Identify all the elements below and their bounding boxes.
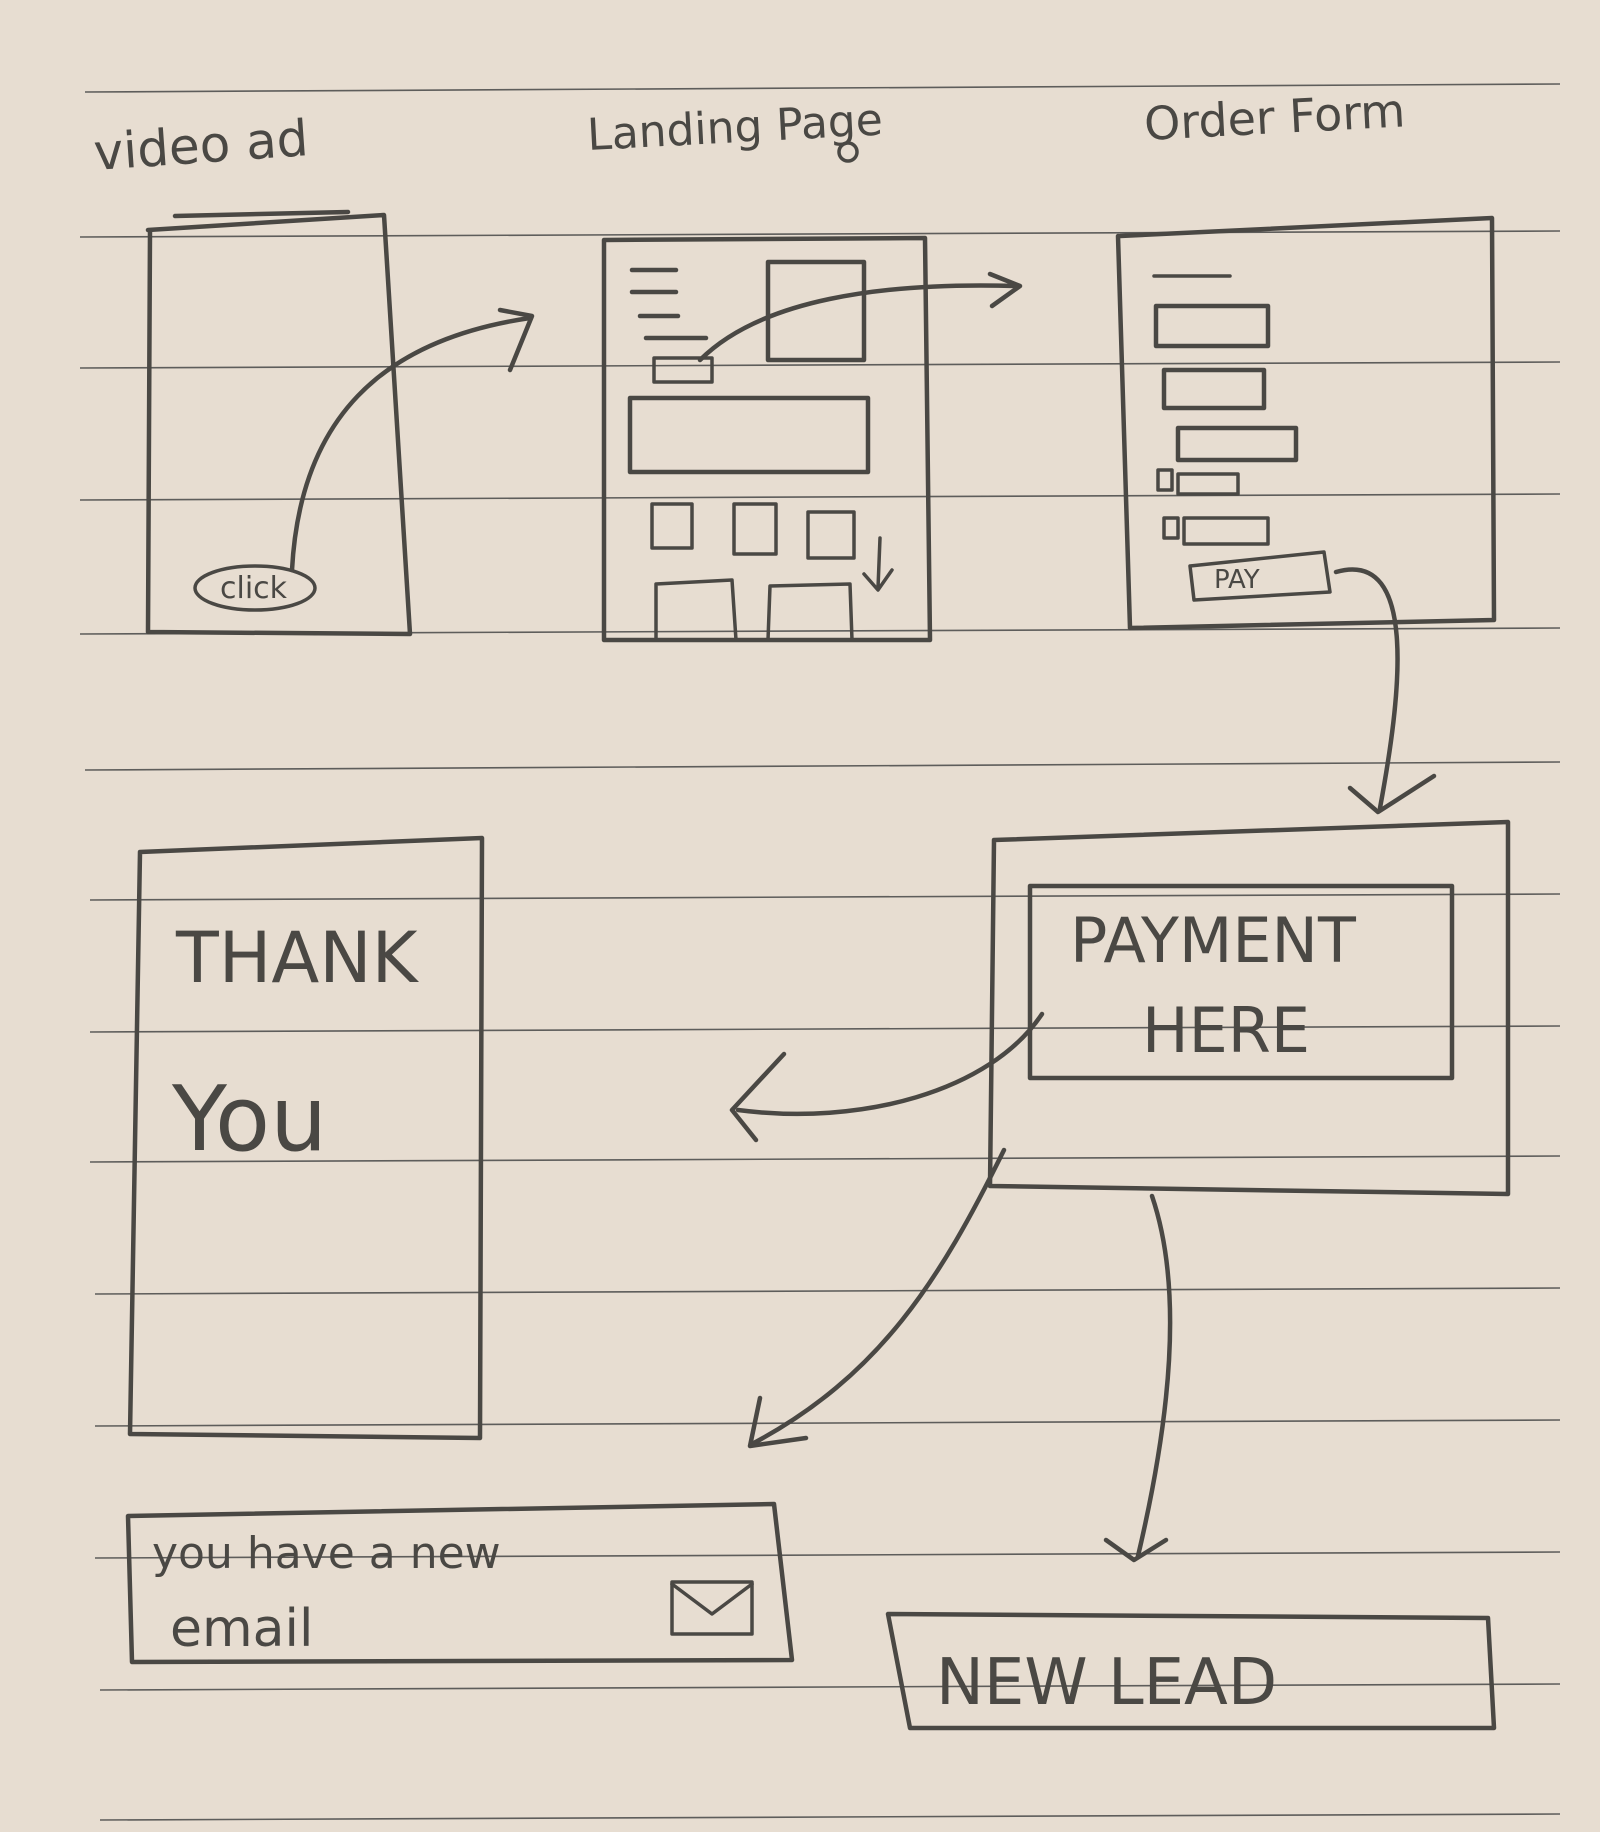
scroll-down-icon bbox=[862, 536, 894, 592]
pay-button[interactable] bbox=[1188, 550, 1332, 602]
feature-box-3 bbox=[806, 510, 856, 560]
hero-image-placeholder bbox=[765, 259, 867, 363]
decor-circle bbox=[837, 141, 859, 163]
email-line2: email bbox=[170, 1599, 313, 1659]
order-form-label: Order Form bbox=[1143, 83, 1407, 151]
envelope-icon bbox=[670, 1580, 754, 1636]
pay-button-label: PAY bbox=[1214, 565, 1260, 595]
payment-label-line2: HERE bbox=[1142, 994, 1310, 1067]
payment-label-line1: PAYMENT bbox=[1070, 904, 1357, 977]
thank-you-line1: THANK bbox=[175, 917, 420, 999]
form-field-4[interactable] bbox=[1176, 472, 1240, 496]
click-button-label: click bbox=[220, 571, 288, 606]
arrow-icon bbox=[1103, 1193, 1173, 1563]
arrow-icon bbox=[697, 271, 1023, 363]
form-field-3[interactable] bbox=[1175, 425, 1299, 463]
checkbox-icon[interactable] bbox=[1156, 468, 1174, 492]
new-lead-badge: NEW LEAD bbox=[885, 1611, 1497, 1731]
content-block bbox=[627, 395, 871, 475]
arrow-icon bbox=[729, 1011, 1045, 1143]
ruled-lines bbox=[79, 83, 1561, 1821]
arrow-icon bbox=[289, 307, 535, 573]
email-line1: you have a new bbox=[152, 1528, 501, 1579]
cta-button[interactable] bbox=[652, 356, 714, 384]
new-lead-label: NEW LEAD bbox=[936, 1646, 1277, 1720]
feature-box-1 bbox=[650, 502, 694, 550]
video-ad-screen: video ad click bbox=[92, 109, 413, 637]
feature-box-2 bbox=[732, 502, 778, 556]
thank-you-screen: THANK You bbox=[127, 835, 485, 1441]
click-button[interactable] bbox=[193, 564, 317, 612]
checkbox-icon[interactable] bbox=[1162, 516, 1180, 540]
email-notification: you have a new email bbox=[125, 1501, 795, 1665]
payment-box[interactable] bbox=[1027, 883, 1455, 1081]
video-ad-label: video ad bbox=[92, 109, 310, 182]
thank-you-line2: You bbox=[171, 1067, 327, 1172]
landing-page-screen: Landing Page bbox=[586, 95, 933, 643]
form-field-1[interactable] bbox=[1153, 303, 1271, 349]
arrow-icon bbox=[1333, 567, 1437, 815]
order-form-screen: Order Form PAY bbox=[1115, 83, 1497, 631]
payment-screen: PAYMENT HERE bbox=[987, 819, 1511, 1197]
form-field-5[interactable] bbox=[1182, 516, 1270, 546]
form-field-2[interactable] bbox=[1161, 367, 1267, 411]
arrow-icon bbox=[747, 1147, 1007, 1449]
